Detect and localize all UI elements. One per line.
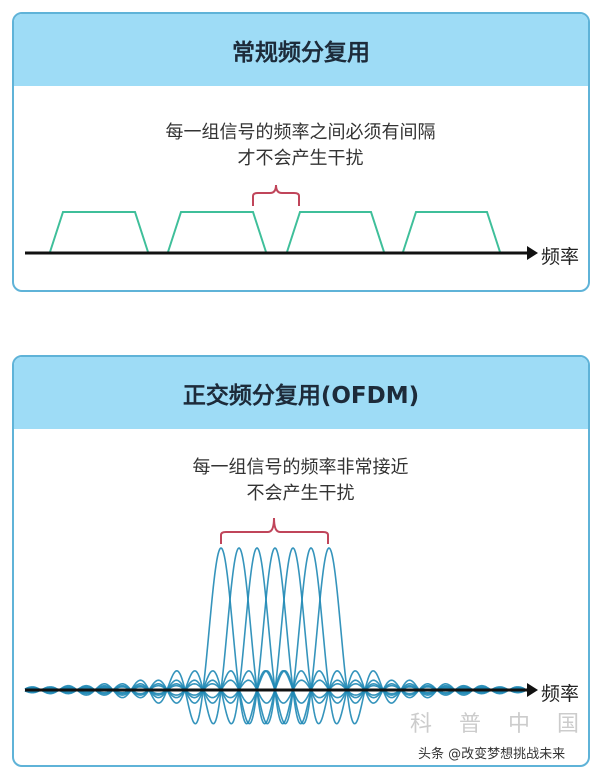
axis-arrow xyxy=(527,683,538,697)
signal-band xyxy=(49,211,149,253)
panel-title: 正交频分复用(OFDM) xyxy=(14,357,588,429)
signal-band xyxy=(167,211,267,253)
gap-bracket xyxy=(252,184,300,206)
signal-band xyxy=(286,211,385,253)
signal-band xyxy=(402,211,501,253)
fdm-axis-label: 频率 xyxy=(541,246,580,268)
panel-title: 常规频分复用 xyxy=(14,14,588,86)
ofdm-axis-label: 频率 xyxy=(541,683,580,705)
note-line-1: 每一组信号的频率之间必须有间隔 xyxy=(165,122,436,143)
subcarrier-curve xyxy=(24,547,526,725)
note-line-1: 每一组信号的频率非常接近 xyxy=(192,457,409,478)
note-line-2: 才不会产生干扰 xyxy=(237,148,364,169)
watermark-logo: 科 普 中 国 xyxy=(410,712,589,737)
fdm-note: 每一组信号的频率之间必须有间隔 才不会产生干扰 xyxy=(0,120,601,172)
axis-arrow xyxy=(527,246,538,260)
note-line-2: 不会产生干扰 xyxy=(246,483,355,504)
watermark-credit: 头条 @改变梦想挑战未来 xyxy=(418,747,566,762)
conventional-fdm-panel: 常规频分复用 xyxy=(12,12,590,292)
ofdm-panel: 正交频分复用(OFDM) xyxy=(12,355,590,767)
ofdm-note: 每一组信号的频率非常接近 不会产生干扰 xyxy=(0,455,601,507)
spacing-bracket xyxy=(220,517,329,544)
